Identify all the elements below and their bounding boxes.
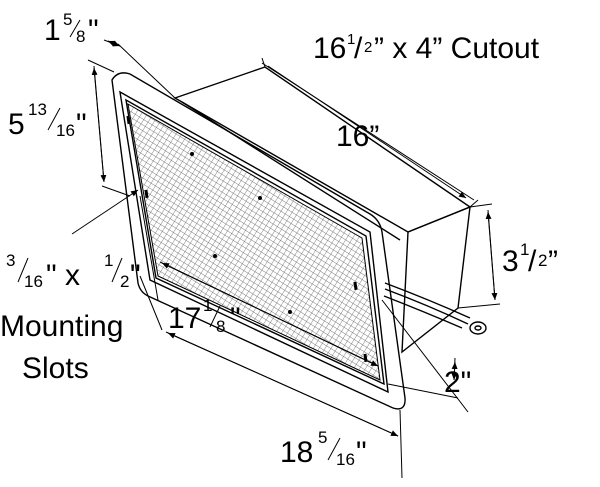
svg-text:17: 17 — [168, 302, 201, 335]
label-body-height: 3 1 / 2 ” — [502, 240, 558, 278]
svg-text:8: 8 — [216, 317, 225, 336]
svg-text:1: 1 — [44, 14, 61, 47]
label-cutout: 16 1 / 2 ” x 4” Cutout — [313, 31, 540, 65]
label-slot-size: 3 16 " x 1 2 " — [6, 251, 141, 292]
svg-text:8: 8 — [76, 27, 85, 46]
svg-text:1: 1 — [203, 296, 212, 315]
svg-text:18: 18 — [280, 436, 313, 469]
dimension-lines — [71, 39, 501, 479]
svg-text:": " — [88, 14, 99, 47]
svg-text:": " — [230, 302, 241, 335]
label-slots: Slots — [22, 352, 89, 385]
svg-text:13: 13 — [28, 100, 47, 119]
label-width-17: 17 1 8 " — [168, 296, 241, 336]
label-depth: 1 5 8 " — [44, 10, 99, 47]
svg-text:” x 4” Cutout: ” x 4” Cutout — [374, 32, 540, 65]
svg-text:1: 1 — [520, 240, 529, 259]
label-height: 5 13 16 " — [8, 100, 87, 141]
svg-text:5: 5 — [63, 10, 72, 29]
svg-text:/: / — [354, 32, 363, 65]
svg-text:”: ” — [548, 245, 558, 278]
svg-text:2: 2 — [538, 251, 547, 270]
svg-text:" x: " x — [46, 259, 80, 292]
svg-text:2: 2 — [120, 272, 129, 291]
svg-text:": " — [76, 108, 87, 141]
svg-text:16: 16 — [336, 450, 355, 469]
svg-text:1: 1 — [347, 31, 355, 48]
ring-terminal — [469, 321, 487, 335]
label-length-16: 16” — [336, 120, 379, 153]
label-mounting: Mounting — [0, 310, 123, 343]
svg-text:": " — [356, 436, 367, 469]
label-width-18: 18 5 16 " — [280, 428, 367, 469]
svg-text:2: 2 — [364, 39, 372, 56]
svg-text:16: 16 — [24, 272, 43, 291]
svg-text:1: 1 — [104, 251, 113, 270]
svg-text:16: 16 — [313, 32, 346, 65]
svg-text:16: 16 — [56, 121, 75, 140]
bezel — [111, 72, 406, 410]
svg-text:/: / — [528, 245, 537, 278]
svg-text:5: 5 — [318, 428, 327, 447]
svg-text:3: 3 — [6, 251, 15, 270]
label-gap-2: 2" — [444, 366, 471, 399]
wire-leads — [383, 282, 487, 335]
lens-mesh — [127, 103, 381, 381]
svg-text:5: 5 — [8, 108, 25, 141]
svg-text:": " — [130, 259, 141, 292]
svg-text:3: 3 — [502, 245, 519, 278]
